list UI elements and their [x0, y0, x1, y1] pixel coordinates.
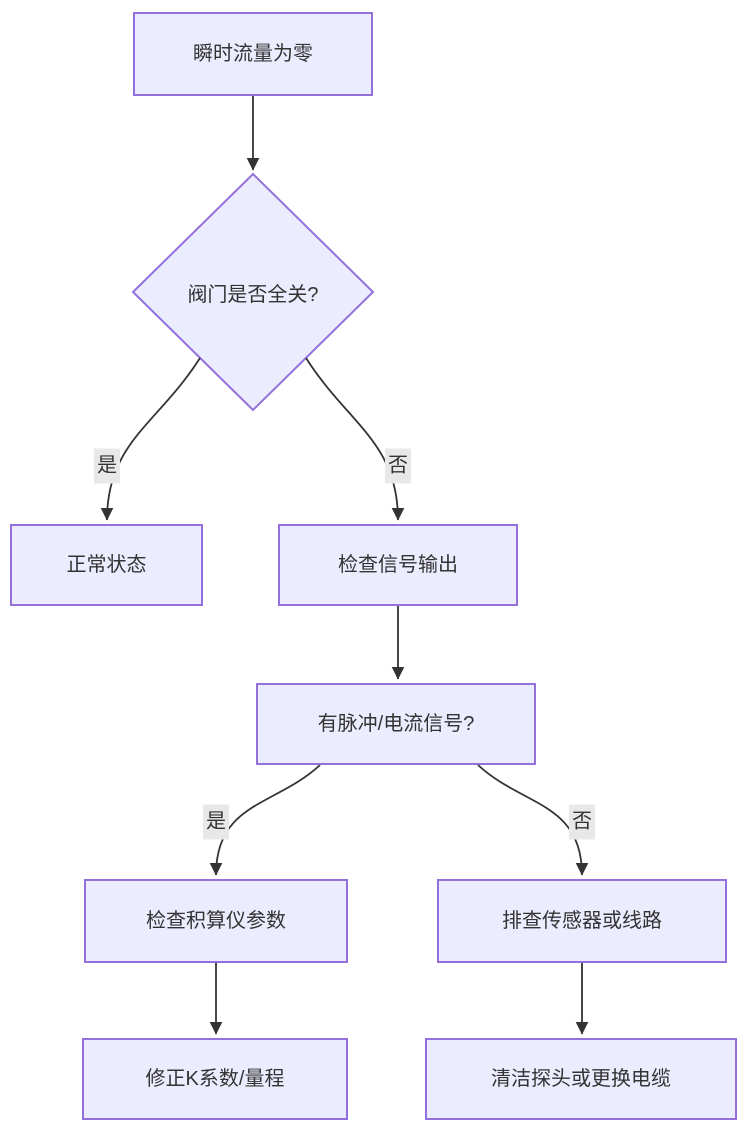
node-check-totalizer-label: 检查积算仪参数: [146, 910, 286, 932]
node-fix-k: 修正K系数/量程: [82, 1038, 348, 1120]
edge-label-valve-yes: 是: [94, 448, 120, 484]
edge-label-pulse-yes: 是: [203, 804, 229, 840]
edge-pulse-no-to-check-sensor: [477, 764, 589, 876]
node-valve-decision-shape: [131, 172, 375, 412]
node-valve-decision-label: 阀门是否全关?: [187, 283, 319, 306]
node-normal-label: 正常状态: [66, 554, 147, 576]
node-clean-probe-label: 清洁探头或更换电缆: [491, 1068, 671, 1090]
node-check-signal: 检查信号输出: [278, 524, 518, 606]
node-check-sensor: 排查传感器或线路: [437, 879, 727, 963]
edge-label-pulse-no: 否: [569, 804, 595, 840]
edge-pulse-yes-to-check-totalizer: [209, 764, 321, 876]
edge-valve-no-to-check-signal: [305, 357, 405, 521]
node-clean-probe: 清洁探头或更换电缆: [425, 1038, 737, 1120]
edge-valve-yes-to-normal: [100, 357, 201, 521]
node-check-signal-label: 检查信号输出: [338, 554, 458, 576]
node-start: 瞬时流量为零: [133, 12, 373, 96]
node-pulse-question: 有脉冲/电流信号?: [256, 683, 536, 765]
node-check-totalizer: 检查积算仪参数: [84, 879, 348, 963]
node-pulse-question-label: 有脉冲/电流信号?: [317, 713, 475, 735]
node-normal: 正常状态: [10, 524, 203, 606]
node-check-sensor-label: 排查传感器或线路: [502, 910, 662, 932]
node-start-label: 瞬时流量为零: [193, 43, 313, 65]
edge-label-valve-no: 否: [385, 448, 411, 484]
node-fix-k-label: 修正K系数/量程: [145, 1068, 285, 1090]
